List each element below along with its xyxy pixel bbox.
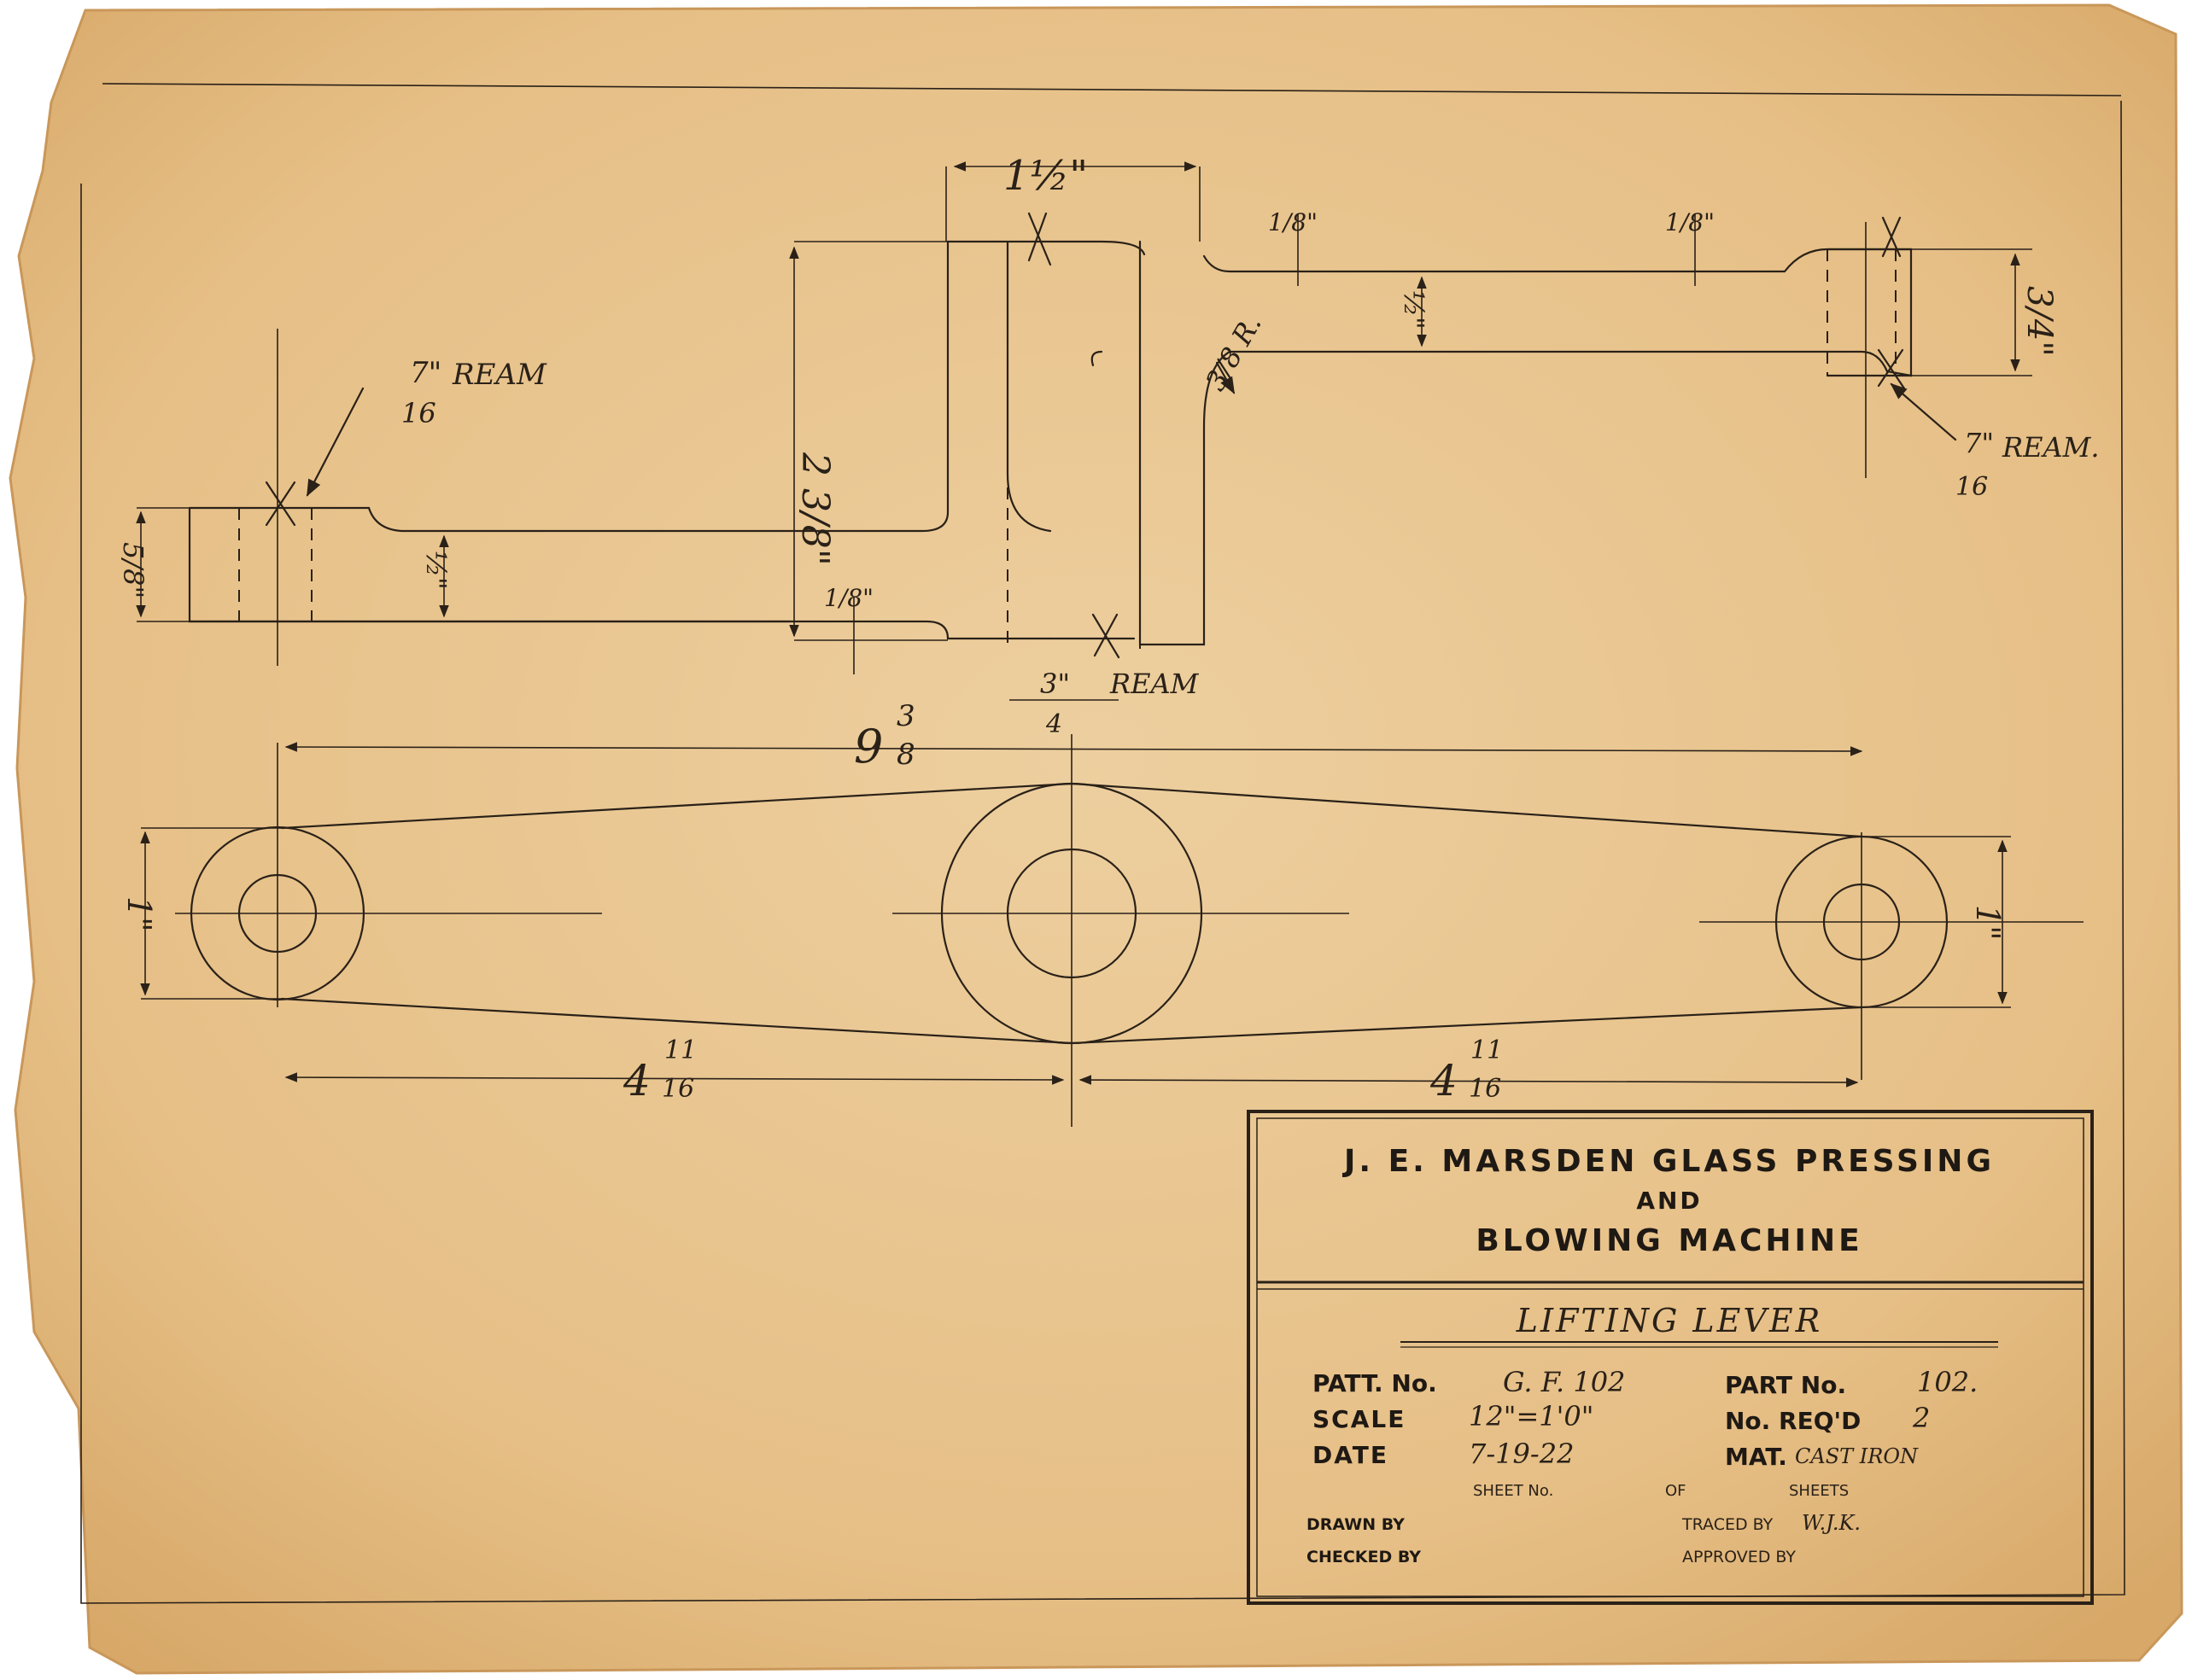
reqd-value: 2 — [1912, 1402, 1930, 1434]
ream-right-den: 16 — [1955, 472, 1988, 502]
part-name: LIFTING LEVER — [1516, 1302, 1822, 1339]
dim-thin-right: 1/8" — [1665, 208, 1715, 236]
traced-value: W.J.K. — [1802, 1511, 1861, 1535]
ream-right-word: REAM. — [2002, 431, 2100, 464]
patt-label: PATT. No. — [1312, 1369, 1437, 1397]
ream-left-num: 7" — [410, 356, 441, 390]
half-right-whole: 4 — [1429, 1056, 1458, 1105]
overall-length-whole: 9 — [854, 720, 883, 773]
dim-arm-right: ½" — [1398, 290, 1430, 330]
traced-label: TRACED BY — [1681, 1515, 1774, 1534]
half-left-den: 16 — [662, 1074, 694, 1104]
date-value: 7-19-22 — [1469, 1438, 1574, 1470]
half-left-whole: 4 — [622, 1056, 651, 1105]
scale-value: 12"=1'0" — [1469, 1400, 1593, 1432]
sheets-label: SHEETS — [1789, 1482, 1849, 1500]
half-right-den: 16 — [1469, 1074, 1501, 1104]
sheet-label: SHEET No. — [1473, 1482, 1553, 1500]
checked-label: CHECKED BY — [1306, 1548, 1421, 1566]
ream-center-den: 4 — [1045, 709, 1062, 739]
dia-left: 1" — [120, 896, 158, 932]
overall-length-num: 3 — [897, 699, 915, 733]
dim-left-boss: 5/8" — [117, 542, 149, 598]
plan-view-dimensions — [140, 742, 2011, 1088]
dim-right-boss: 3/4" — [2019, 286, 2059, 357]
company-line2: AND — [1636, 1187, 1702, 1215]
dim-thin-bottom: 1/8" — [824, 584, 874, 612]
dim-left-height: 2 3/8" — [793, 452, 837, 566]
mat-label: MAT. — [1725, 1443, 1787, 1471]
half-right-num: 11 — [1470, 1035, 1503, 1065]
ream-right-num: 7" — [1964, 427, 1994, 459]
ream-left-word: REAM — [452, 358, 547, 392]
dia-right: 1" — [1969, 905, 2007, 941]
part-value: 102. — [1917, 1366, 1978, 1398]
half-left-num: 11 — [664, 1035, 697, 1065]
company-line3: BLOWING MACHINE — [1476, 1223, 1862, 1258]
dim-top-width: 1½" — [1003, 152, 1088, 200]
part-label: PART No. — [1725, 1371, 1846, 1399]
drawn-label: DRAWN BY — [1306, 1515, 1405, 1534]
approved-label: APPROVED BY — [1682, 1548, 1796, 1566]
side-view — [188, 212, 1913, 1127]
dim-arm-left: ½" — [420, 551, 453, 590]
ream-left-den: 16 — [401, 397, 436, 429]
scale-label: SCALE — [1312, 1405, 1406, 1433]
paper — [9, 3, 2183, 1675]
title-block: J. E. MARSDEN GLASS PRESSING AND BLOWING… — [1247, 1110, 2094, 1605]
dim-thin-top: 1/8" — [1268, 208, 1318, 236]
ream-center-word: REAM — [1109, 668, 1200, 700]
reqd-label: No. REQ'D — [1725, 1407, 1861, 1435]
patt-value: G. F. 102 — [1503, 1366, 1625, 1398]
plan-view — [175, 743, 2084, 1080]
mat-value: CAST IRON — [1795, 1444, 1919, 1468]
border-frame — [80, 83, 2125, 1604]
side-view-dimensions — [136, 161, 2032, 701]
overall-length-den: 8 — [897, 738, 915, 772]
date-label: DATE — [1312, 1441, 1388, 1469]
ream-center-num: 3" — [1040, 668, 1070, 700]
of-label: OF — [1665, 1482, 1686, 1500]
company-line1: J. E. MARSDEN GLASS PRESSING — [1341, 1144, 1995, 1179]
